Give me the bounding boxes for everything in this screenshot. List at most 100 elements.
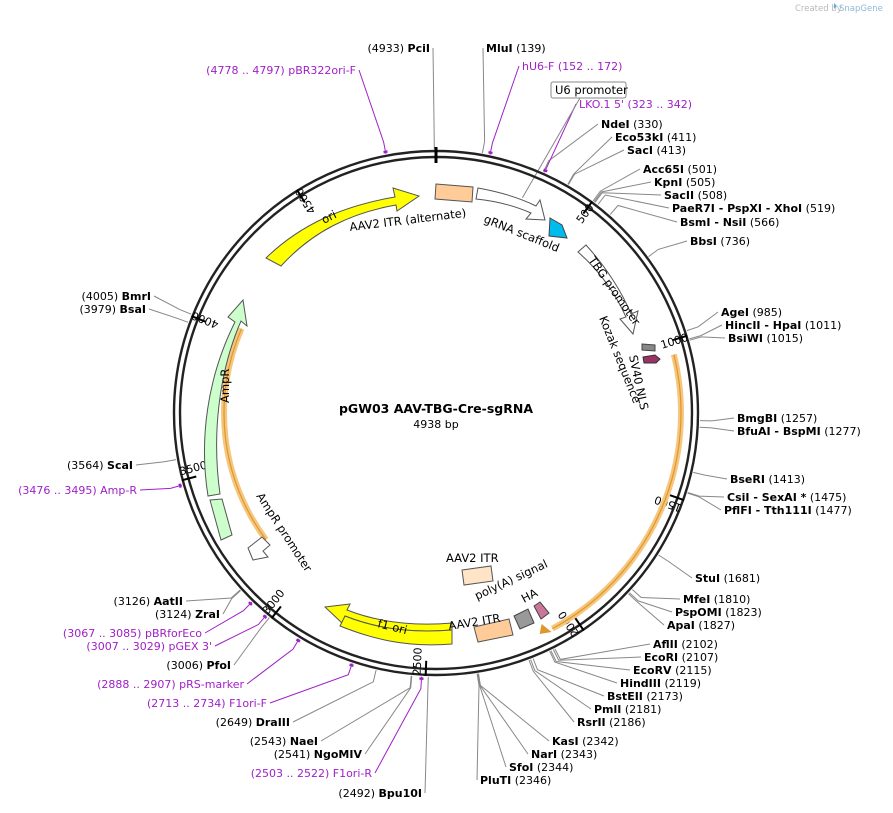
ha-feature[interactable] bbox=[533, 601, 550, 620]
site-label-aatii[interactable]: (3126) AatII bbox=[114, 595, 183, 608]
site-label-ngoi[interactable]: (2541) NgoMIV bbox=[274, 748, 363, 761]
connector-lines bbox=[135, 47, 735, 794]
site-label-saci[interactable]: SacI (413) bbox=[627, 144, 686, 157]
cre-arrow-head-icon bbox=[539, 624, 552, 635]
coordinate: (411) bbox=[667, 131, 697, 144]
coordinate: (736) bbox=[720, 235, 750, 248]
coordinate: (1810) bbox=[714, 593, 751, 606]
primer-label-f1orif[interactable]: (2713 .. 2734) F1ori-F bbox=[147, 697, 267, 710]
grna-scaffold-feature[interactable] bbox=[475, 187, 546, 221]
primer-label-f1orir[interactable]: (2503 .. 2522) F1ori-R bbox=[251, 767, 373, 780]
scale-tick-mark bbox=[296, 189, 306, 204]
site-label-bseri[interactable]: BseRI (1413) bbox=[730, 473, 805, 486]
site-connector bbox=[594, 192, 662, 203]
site-label-ndei[interactable]: NdeI (330) bbox=[601, 118, 663, 131]
site-label-sacii[interactable]: SacII (508) bbox=[664, 189, 727, 202]
primer-connector bbox=[374, 676, 423, 774]
site-label-pflfi[interactable]: PflFI - Tth111I (1477) bbox=[724, 504, 852, 517]
site-label-draiii[interactable]: (2649) DraIII bbox=[216, 716, 290, 729]
site-label-bsmi[interactable]: BsmI - NsiI (566) bbox=[680, 216, 779, 229]
primer-label-pbr322ori[interactable]: (4778 .. 4797) pBR322ori-F bbox=[206, 64, 356, 77]
site-label-pluti[interactable]: PluTI (2346) bbox=[480, 774, 551, 787]
site-label-hindiii[interactable]: HindIII (2119) bbox=[620, 677, 701, 690]
site-label-mlui[interactable]: MluI (139) bbox=[486, 42, 546, 55]
primer-name: Amp-R bbox=[100, 484, 137, 497]
site-label-bsteii[interactable]: BstEII (2173) bbox=[607, 690, 683, 703]
primer-label-hu6f[interactable]: hU6-F (152 .. 172) bbox=[522, 60, 622, 73]
coordinate: (2492) bbox=[338, 787, 375, 800]
site-name: MluI bbox=[486, 42, 513, 55]
site-label-acc65i[interactable]: Acc65I (501) bbox=[643, 163, 717, 176]
primer-name: pGEX 3' bbox=[168, 640, 212, 653]
site-label-rsrii[interactable]: RsrII (2186) bbox=[577, 716, 646, 729]
kozak-feature[interactable] bbox=[641, 343, 656, 352]
feature-labels: ori AAV2 ITR (alternate) gRNA scaffold T… bbox=[218, 81, 651, 637]
site-label-naei[interactable]: (2543) NaeI bbox=[250, 735, 318, 748]
site-label-ecorv[interactable]: EcoRV (2115) bbox=[633, 664, 712, 677]
scaffold-tip-icon[interactable] bbox=[548, 217, 568, 239]
coordinate: (508) bbox=[698, 189, 728, 202]
site-label-bsai[interactable]: (3979) BsaI bbox=[79, 303, 146, 316]
site-label-nari[interactable]: NarI (2343) bbox=[531, 748, 597, 761]
sv40-nls-feature[interactable] bbox=[642, 354, 661, 364]
primer-label-pbrforeco[interactable]: (3067 .. 3085) pBRforEco bbox=[63, 627, 202, 640]
site-label-bmri[interactable]: (4005) BmrI bbox=[82, 290, 151, 303]
site-label-apai[interactable]: ApaI (1827) bbox=[667, 619, 735, 632]
primer-mark bbox=[542, 168, 548, 173]
watermark-text: Created by bbox=[795, 4, 842, 14]
site-name: AflII bbox=[653, 638, 678, 651]
site-label-scai[interactable]: (3564) ScaI bbox=[67, 459, 133, 472]
site-label-bbsi[interactable]: BbsI (736) bbox=[690, 235, 750, 248]
cre-inner-line bbox=[552, 354, 682, 630]
u6-promoter-label-box[interactable] bbox=[550, 81, 627, 99]
site-label-pcii[interactable]: (4933) PciI bbox=[367, 42, 430, 55]
site-label-pfoi[interactable]: (3006) PfoI bbox=[166, 659, 231, 672]
coordinate: (2181) bbox=[625, 703, 662, 716]
itr-inner-feature[interactable] bbox=[461, 565, 494, 586]
site-label-kasi[interactable]: KasI (2342) bbox=[552, 735, 619, 748]
site-connector bbox=[364, 675, 413, 755]
site-label-hincii[interactable]: HincII - HpaI (1011) bbox=[725, 319, 841, 332]
u6-promoter-connector bbox=[521, 97, 581, 198]
site-label-bpu10i[interactable]: (2492) Bpu10I bbox=[338, 787, 422, 800]
site-label-kpni[interactable]: KpnI (505) bbox=[654, 176, 715, 189]
site-label-csii[interactable]: CsiI - SexAI * (1475) bbox=[727, 491, 846, 504]
site-label-mfei[interactable]: MfeI (1810) bbox=[683, 593, 750, 606]
site-label-ecori[interactable]: EcoRI (2107) bbox=[644, 651, 718, 664]
site-label-bfuai[interactable]: BfuAI - BspMI (1277) bbox=[737, 425, 861, 438]
ori-feature[interactable] bbox=[265, 187, 421, 267]
primer-mark bbox=[262, 614, 268, 619]
site-label-paer7i[interactable]: PaeR7I - PspXI - XhoI (519) bbox=[672, 202, 835, 215]
site-label-bmgbi[interactable]: BmgBI (1257) bbox=[737, 412, 817, 425]
coordinate: (3007 .. 3029) bbox=[86, 640, 165, 653]
ampr-feature-tail[interactable] bbox=[209, 498, 233, 541]
site-label-eco53ki[interactable]: Eco53kI (411) bbox=[615, 131, 696, 144]
site-connector bbox=[693, 471, 728, 480]
site-label-aflii[interactable]: AflII (2102) bbox=[653, 638, 718, 651]
ampr-feature[interactable] bbox=[204, 298, 248, 497]
site-label-zrai[interactable]: (3124) ZraI bbox=[155, 608, 220, 621]
coordinate: (1477) bbox=[815, 504, 852, 517]
coordinate: (1011) bbox=[805, 319, 842, 332]
cre-highlight-arc[interactable] bbox=[550, 353, 684, 632]
site-label-pmli[interactable]: PmlI (2181) bbox=[594, 703, 661, 716]
site-label-stui[interactable]: StuI (1681) bbox=[695, 572, 760, 585]
site-label-sfoi[interactable]: SfoI (2344) bbox=[509, 761, 573, 774]
site-label-agei[interactable]: AgeI (985) bbox=[721, 306, 782, 319]
primer-label-pgex3[interactable]: (3007 .. 3029) pGEX 3' bbox=[86, 640, 212, 653]
site-label-pspomi[interactable]: PspOMI (1823) bbox=[675, 606, 762, 619]
polya-feature[interactable] bbox=[513, 608, 535, 630]
primer-label-lko1[interactable]: LKO.1 5' (323 .. 342) bbox=[579, 98, 692, 111]
site-label-bsiwi[interactable]: BsiWI (1015) bbox=[728, 332, 803, 345]
primer-label-ampr_primer[interactable]: (3476 .. 3495) Amp-R bbox=[18, 484, 137, 497]
ampr-promoter-feature[interactable] bbox=[247, 536, 271, 561]
primer-label-prsmarker[interactable]: (2888 .. 2907) pRS-marker bbox=[97, 678, 244, 691]
coordinate: (2343) bbox=[561, 748, 598, 761]
site-name: HincII - HpaI bbox=[725, 319, 801, 332]
itr-alternate-feature[interactable] bbox=[434, 183, 474, 203]
itr-bottom-feature[interactable] bbox=[473, 618, 514, 643]
f1-ori-body[interactable] bbox=[339, 615, 453, 646]
tbg-promoter-feature[interactable] bbox=[577, 244, 639, 336]
site-connector bbox=[530, 659, 592, 710]
